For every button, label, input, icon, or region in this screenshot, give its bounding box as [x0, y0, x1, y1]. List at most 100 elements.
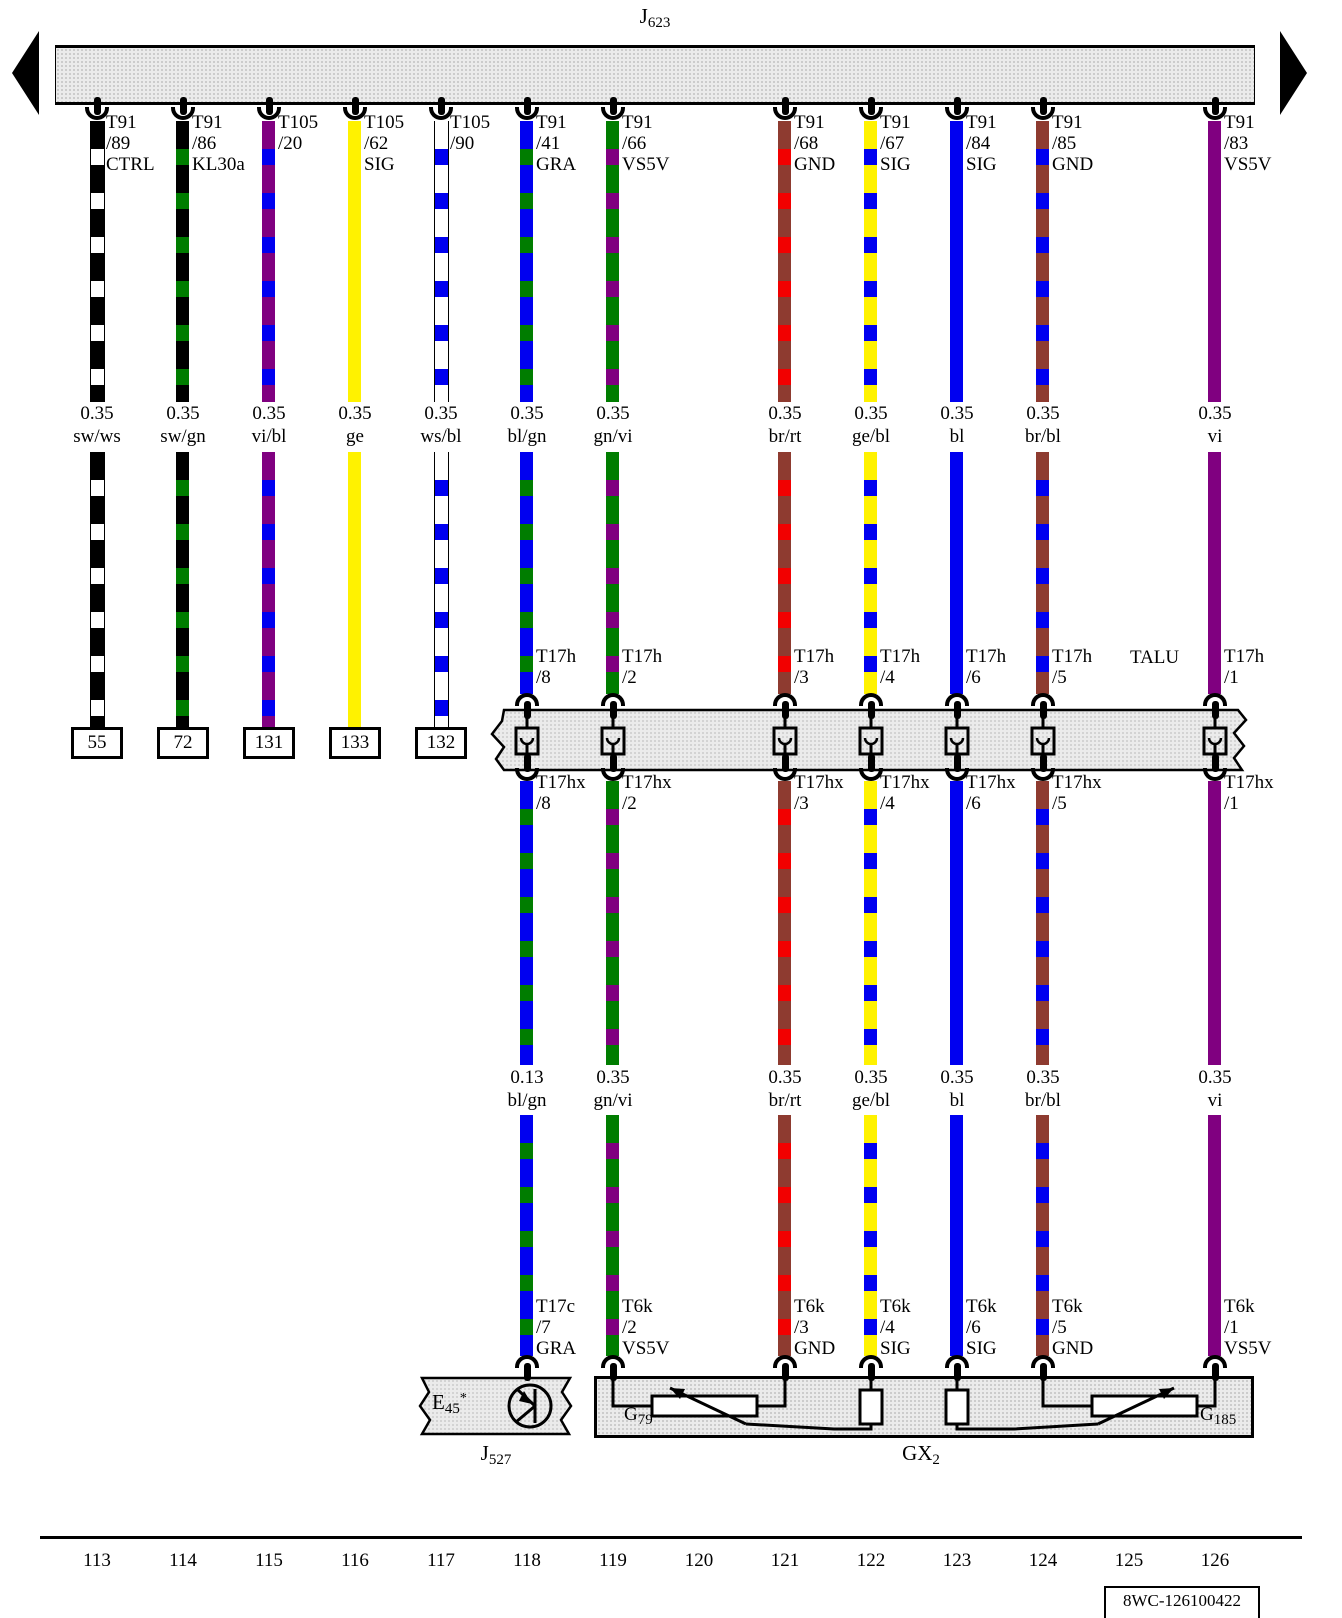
wire-segment — [348, 452, 361, 727]
g185-arrow-icon — [1159, 1388, 1174, 1399]
label-line: /90 — [450, 133, 475, 154]
connector-socket-icon — [601, 107, 625, 120]
wire-size-label: 0.35 — [940, 403, 974, 424]
connector-socket-icon — [1203, 1355, 1227, 1368]
label-line: T105 — [364, 112, 405, 133]
track-number: 126 — [1200, 1550, 1230, 1571]
wire-segment — [778, 781, 791, 1065]
label-line: /2 — [622, 667, 637, 688]
connector-socket-icon — [257, 107, 281, 120]
wire-color-label: gn/vi — [593, 1090, 633, 1111]
g185-potentiometer — [1090, 1394, 1199, 1418]
pin-label: T17h/4 — [880, 646, 920, 688]
label-line: VS5V — [622, 1338, 670, 1359]
wire-size-label: 0.35 — [940, 1067, 974, 1088]
wire-segment — [864, 781, 877, 1065]
label-line: SIG — [966, 1338, 997, 1359]
pin-label: T17h/1 — [1224, 646, 1264, 688]
label-line: T105 — [450, 112, 491, 133]
track-number: 122 — [856, 1550, 886, 1571]
track-number: 113 — [83, 1550, 111, 1571]
connector-bar-outline — [490, 708, 1248, 772]
pin-label: T17hx/5 — [1052, 772, 1102, 814]
gx2-internal-wiring — [611, 1376, 1217, 1431]
connector-socket-icon — [515, 768, 539, 781]
terminal-box: 133 — [329, 727, 381, 759]
connector-socket-icon — [601, 1355, 625, 1368]
sig-resistor-1 — [858, 1388, 884, 1426]
label-line: T17h — [880, 646, 921, 667]
connector-pin-icon — [782, 1363, 789, 1381]
label-line: VS5V — [1224, 154, 1272, 175]
wire-segment — [1036, 1115, 1049, 1356]
pin-label: T17hx/2 — [622, 772, 672, 814]
continuation-arrow-left-icon — [12, 31, 39, 115]
label-line: /86 — [192, 133, 217, 154]
label-line: CTRL — [106, 154, 155, 175]
label-line: VS5V — [622, 154, 670, 175]
wire-color-label: sw/gn — [160, 426, 206, 447]
g79-arrow-icon — [670, 1388, 685, 1399]
label-line: T17h — [536, 646, 577, 667]
connector-pin-icon — [180, 97, 187, 115]
connector-pin-icon — [524, 1363, 531, 1381]
label-line: T91 — [1224, 112, 1255, 133]
track-number: 118 — [513, 1550, 541, 1571]
connector-socket-icon — [859, 768, 883, 781]
pin-label: T17hx/3 — [794, 772, 844, 814]
bar-plug-icon — [777, 737, 793, 746]
wire-segment — [950, 1115, 963, 1356]
connector-pin-icon — [524, 754, 531, 772]
component-label-sub: 185 — [1213, 1412, 1237, 1428]
label-line: T17hx — [966, 772, 1016, 793]
connector-pin-icon — [782, 701, 789, 719]
label-line: VS5V — [1224, 1338, 1272, 1359]
component-label-main: G — [1200, 1404, 1214, 1425]
component-label-g185: G185 — [1200, 1404, 1236, 1429]
connector-pin-icon — [1040, 1363, 1047, 1381]
pin-label: T17hx/6 — [966, 772, 1016, 814]
wire-size-label: 0.35 — [596, 403, 630, 424]
wire-size-label: 0.35 — [1198, 1067, 1232, 1088]
component-label-main: J — [639, 4, 648, 28]
wire-segment — [950, 781, 963, 1065]
label-line: /3 — [794, 667, 809, 688]
connector-socket-icon — [859, 693, 883, 706]
connector-socket-icon — [515, 107, 539, 120]
component-label-sub: 527 — [488, 1452, 512, 1468]
wire-color-label: br/bl — [1025, 1090, 1061, 1111]
track-number: 119 — [599, 1550, 627, 1571]
wire-segment — [90, 452, 105, 727]
wire-size-label: 0.35 — [252, 403, 286, 424]
pin-label: T17hx/4 — [880, 772, 930, 814]
track-number: 124 — [1028, 1550, 1058, 1571]
track-number: 120 — [684, 1550, 714, 1571]
label-line: SIG — [880, 154, 911, 175]
label-line: /2 — [622, 1317, 637, 1338]
connector-pin-icon — [782, 97, 789, 115]
label-line: /89 — [106, 133, 131, 154]
label-line: GND — [1052, 1338, 1094, 1359]
label-line: /4 — [880, 667, 895, 688]
label-line: T91 — [1052, 112, 1083, 133]
bar-plug-icon — [605, 737, 621, 746]
label-line: T17h — [1224, 646, 1265, 667]
label-line: T17hx — [536, 772, 586, 793]
label-line: T17h — [1052, 646, 1093, 667]
label-line: T91 — [536, 112, 567, 133]
wire-size-label: 0.35 — [338, 403, 372, 424]
label-line: T6k — [966, 1296, 997, 1317]
wire-segment — [262, 121, 275, 402]
connector-pin-icon — [1040, 754, 1047, 772]
wire-size-label: 0.13 — [510, 1067, 544, 1088]
connector-socket-icon — [1203, 768, 1227, 781]
connector-socket-icon — [945, 1355, 969, 1368]
bar-plug-icon — [949, 737, 965, 746]
wire-segment — [950, 452, 963, 694]
wire-segment — [864, 121, 877, 402]
